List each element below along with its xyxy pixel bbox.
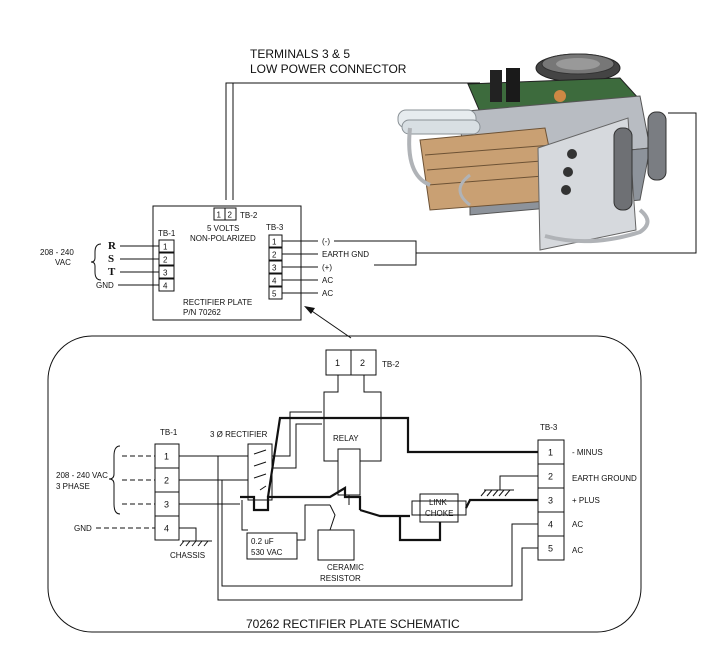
input-r-label: R bbox=[108, 240, 117, 252]
choke-line-2: CHOKE bbox=[425, 509, 453, 518]
schematic-pointer-arrow bbox=[305, 306, 352, 339]
svg-text:1: 1 bbox=[164, 452, 169, 462]
top-tb1-wires bbox=[118, 245, 159, 286]
top-input-brace bbox=[90, 243, 102, 281]
svg-text:1: 1 bbox=[217, 211, 222, 220]
capacitor-rating: 530 VAC bbox=[251, 548, 283, 557]
rectifier-label: 3 Ø RECTIFIER bbox=[210, 430, 268, 439]
svg-text:- MINUS: - MINUS bbox=[572, 448, 603, 457]
sch-tb1-terminals: 1 2 3 4 bbox=[154, 443, 180, 541]
svg-text:3: 3 bbox=[163, 269, 168, 278]
chassis-label: CHASSIS bbox=[170, 551, 205, 560]
svg-text:AC: AC bbox=[572, 520, 583, 529]
svg-text:4: 4 bbox=[272, 277, 277, 286]
input-s-label: S bbox=[108, 253, 114, 265]
svg-text:2: 2 bbox=[164, 476, 169, 486]
svg-text:AC: AC bbox=[322, 276, 333, 285]
sch-tb1-label: TB-1 bbox=[160, 428, 178, 437]
top-tb2-note-1: 5 VOLTS bbox=[207, 224, 239, 233]
resistor-line-2: RESISTOR bbox=[320, 574, 361, 583]
resistor-line-1: CERAMIC bbox=[327, 563, 364, 572]
top-tb1-terminals: 1 2 3 4 bbox=[158, 239, 175, 292]
svg-text:2: 2 bbox=[272, 251, 277, 260]
rectifier-plate-block: 1 2 TB-2 5 VOLTS NON-POLARIZED TB-1 1 2 … bbox=[152, 205, 302, 321]
svg-text:4: 4 bbox=[164, 524, 169, 534]
svg-text:(+): (+) bbox=[322, 263, 332, 272]
sch-tb3-label: TB-3 bbox=[540, 423, 558, 432]
svg-text:3: 3 bbox=[164, 500, 169, 510]
sch-tb2-terminal-1 bbox=[325, 349, 352, 376]
rectifier-plate-photo bbox=[397, 53, 667, 251]
top-voltage-line-2: VAC bbox=[55, 258, 71, 267]
svg-text:1: 1 bbox=[335, 358, 340, 368]
sch-input-wires bbox=[96, 455, 155, 529]
top-tb1-label: TB-1 bbox=[158, 229, 176, 238]
earth-ground-icon bbox=[480, 475, 538, 497]
sch-tb2-terminal-2 bbox=[350, 349, 377, 376]
link-choke: LINK CHOKE bbox=[411, 493, 467, 523]
sch-voltage-line-1: 208 - 240 VAC bbox=[56, 471, 108, 480]
top-tb3-label: TB-3 bbox=[266, 223, 284, 232]
top-tb2-label: TB-2 bbox=[240, 211, 258, 220]
svg-text:1: 1 bbox=[548, 448, 553, 458]
top-tb2-note-2: NON-POLARIZED bbox=[190, 234, 256, 243]
svg-text:2: 2 bbox=[360, 358, 365, 368]
sch-tb3-signal-labels: - MINUS EARTH GROUND + PLUS AC AC bbox=[572, 448, 637, 555]
chassis-ground-icon bbox=[179, 527, 212, 547]
schematic-frame bbox=[47, 335, 642, 633]
ceramic-resistor: CERAMIC RESISTOR bbox=[317, 504, 364, 583]
tb1-to-rectifier-wires bbox=[179, 455, 278, 512]
relay-contact bbox=[278, 486, 410, 518]
sch-voltage-line-2: 3 PHASE bbox=[56, 482, 90, 491]
choke-line-1: LINK bbox=[429, 498, 447, 507]
svg-text:5: 5 bbox=[548, 544, 553, 554]
callout-leader-line bbox=[225, 82, 480, 200]
svg-text:4: 4 bbox=[163, 282, 168, 291]
sch-tb3-terminals: 1 2 3 4 5 bbox=[537, 439, 565, 561]
svg-text:EARTH GROUND: EARTH GROUND bbox=[572, 474, 637, 483]
sch-input-brace bbox=[108, 445, 121, 515]
top-tb3-terminals: 1 2 3 4 5 bbox=[268, 234, 283, 300]
top-plate-part-number: P/N 70262 bbox=[183, 308, 221, 317]
svg-text:+ PLUS: + PLUS bbox=[572, 496, 600, 505]
callout-line-1: TERMINALS 3 & 5 bbox=[250, 47, 350, 61]
svg-text:(-): (-) bbox=[322, 237, 330, 246]
sch-gnd-label: GND bbox=[74, 524, 92, 533]
svg-text:AC: AC bbox=[572, 546, 583, 555]
svg-text:5: 5 bbox=[272, 290, 277, 299]
relay-label: RELAY bbox=[333, 434, 359, 443]
top-voltage-line-1: 208 - 240 bbox=[40, 248, 74, 257]
callout-line-2: LOW POWER CONNECTOR bbox=[250, 62, 407, 76]
capacitor: 0.2 uF 530 VAC bbox=[241, 500, 330, 560]
svg-text:1: 1 bbox=[272, 238, 277, 247]
capacitor-value: 0.2 uF bbox=[251, 537, 274, 546]
svg-text:1: 1 bbox=[163, 243, 168, 252]
svg-text:2: 2 bbox=[228, 211, 233, 220]
top-plate-name: RECTIFIER PLATE bbox=[183, 298, 252, 307]
svg-text:2: 2 bbox=[163, 256, 168, 265]
svg-text:3: 3 bbox=[548, 496, 553, 506]
top-gnd-label: GND bbox=[96, 281, 114, 290]
svg-text:EARTH GND: EARTH GND bbox=[322, 250, 369, 259]
relay: RELAY bbox=[323, 375, 382, 505]
sch-tb2-label: TB-2 bbox=[382, 360, 400, 369]
svg-text:AC: AC bbox=[322, 289, 333, 298]
top-tb3-signal-labels: (-) EARTH GND (+) AC AC bbox=[282, 237, 369, 298]
photo-connection-line bbox=[416, 112, 697, 254]
svg-text:2: 2 bbox=[548, 472, 553, 482]
schematic-title: 70262 RECTIFIER PLATE SCHEMATIC bbox=[246, 617, 460, 631]
svg-text:4: 4 bbox=[548, 520, 553, 530]
svg-text:3: 3 bbox=[272, 264, 277, 273]
input-t-label: T bbox=[108, 266, 116, 278]
schematic-wiring bbox=[217, 411, 538, 601]
top-tb2-terminal-2 bbox=[224, 207, 237, 221]
